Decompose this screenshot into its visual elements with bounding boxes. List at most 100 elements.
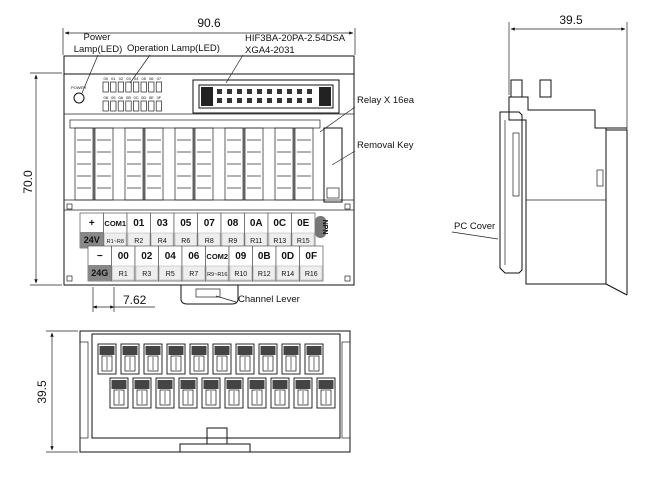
connector-pin xyxy=(257,98,262,103)
connector-pin xyxy=(307,89,312,94)
led-lamp xyxy=(148,100,155,112)
connector-pin xyxy=(237,89,242,94)
led-lamp xyxy=(110,81,117,93)
terminal-sublabel: R5 xyxy=(166,271,175,278)
led-lamp xyxy=(117,100,124,112)
terminal-block: +24VCOM1R1~R801R203R405R607R808R90AR110C… xyxy=(79,212,328,282)
bottom-terminal xyxy=(178,377,198,409)
led-lamp xyxy=(102,81,109,93)
bottom-terminal xyxy=(258,343,278,375)
pc-cover-callout: PC Cover xyxy=(454,221,495,232)
side-depth-label: 39.5 xyxy=(559,13,583,27)
bottom-terminal xyxy=(97,343,117,375)
bottom-terminal xyxy=(166,343,186,375)
terminal-label: 01 xyxy=(133,218,145,229)
bottom-terminal xyxy=(120,343,140,375)
bottom-terminal xyxy=(155,377,175,409)
terminal-label: 05 xyxy=(180,218,192,229)
connector-pin xyxy=(257,89,262,94)
terminal-sublabel: R1~R8 xyxy=(107,239,124,245)
connector-pin xyxy=(247,89,252,94)
led-label: 0E xyxy=(149,95,154,100)
connector-pin xyxy=(277,98,282,103)
terminal-sublabel: R9~R16 xyxy=(207,272,227,278)
led-label: 09 xyxy=(111,95,116,100)
width-dimension-label: 90.6 xyxy=(197,16,221,30)
bottom-terminal xyxy=(143,343,163,375)
relay-callout: Relay X 16ea xyxy=(357,95,415,106)
led-label: 03 xyxy=(126,76,131,81)
bottom-terminal xyxy=(304,343,324,375)
connector-pin xyxy=(217,98,222,103)
terminal-label: 09 xyxy=(235,251,247,262)
led-lamp xyxy=(140,100,147,112)
power-mark-text: POWER xyxy=(71,85,86,90)
connector-pin xyxy=(287,98,292,103)
connector-pin xyxy=(287,89,292,94)
terminal-cell: −24G xyxy=(87,245,112,282)
channel-lever xyxy=(180,285,239,305)
terminal-sublabel: R4 xyxy=(158,238,167,245)
led-lamp xyxy=(102,100,109,112)
bottom-terminal xyxy=(224,377,244,409)
terminal-sublabel: R1 xyxy=(119,271,128,278)
connector-pin xyxy=(297,89,302,94)
terminal-sublabel: R3 xyxy=(142,271,151,278)
led-label: 0C xyxy=(134,95,139,100)
terminal-sublabel: R15 xyxy=(297,238,310,245)
led-lamp xyxy=(110,100,117,112)
side-body xyxy=(508,96,607,285)
bottom-terminal xyxy=(235,343,255,375)
pitch-dimension-label: 7.62 xyxy=(123,293,147,307)
led-lamp xyxy=(140,81,147,93)
bottom-terminal xyxy=(270,377,290,409)
terminal-label: 03 xyxy=(157,218,169,229)
module-body xyxy=(63,55,355,286)
connector-pin xyxy=(227,98,232,103)
led-lamp xyxy=(155,81,162,93)
led-lamp xyxy=(155,100,162,112)
connector-pin xyxy=(307,98,312,103)
connector-pin xyxy=(267,98,272,103)
bottom-terminal xyxy=(201,377,221,409)
connector-pin xyxy=(237,98,242,103)
bottom-terminal xyxy=(316,377,336,409)
terminal-sublabel: R6 xyxy=(181,238,190,245)
led-label: 04 xyxy=(134,76,139,81)
bottom-terminal xyxy=(247,377,267,409)
terminal-label: 0B xyxy=(258,251,271,262)
led-lamp xyxy=(125,100,132,112)
height-dimension-label: 70.0 xyxy=(21,170,35,194)
led-label: 0D xyxy=(141,95,146,100)
bottom-depth-label: 39.5 xyxy=(35,380,49,404)
terminal-sublabel: 24V xyxy=(84,235,100,245)
connector-pin xyxy=(277,89,282,94)
led-label: 06 xyxy=(149,76,154,81)
led-lamp xyxy=(125,81,132,93)
terminal-sublabel: R8 xyxy=(205,238,214,245)
removal-key-callout: Removal Key xyxy=(357,140,414,151)
terminal-label: 00 xyxy=(118,251,130,262)
terminal-label: − xyxy=(97,251,103,262)
terminal-sublabel: R7 xyxy=(189,271,198,278)
led-lamp xyxy=(148,81,155,93)
terminal-sublabel: R16 xyxy=(305,271,318,278)
npn-badge: NPN xyxy=(315,216,328,238)
led-label: 08 xyxy=(103,95,108,100)
led-label: 0A xyxy=(118,95,123,100)
